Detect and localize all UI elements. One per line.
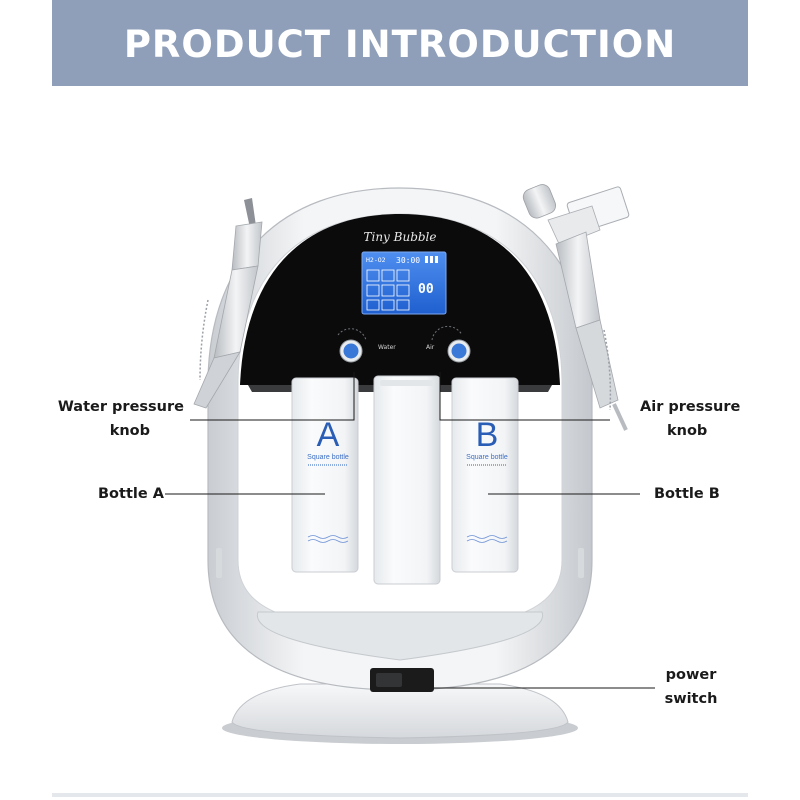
bottle-a: A Square bottle	[291, 377, 359, 573]
screen-counter: 00	[418, 282, 434, 297]
bottom-divider	[52, 793, 748, 797]
bottle-a-callout-text: Bottle A	[98, 486, 164, 502]
bottle-b-callout: Bottle B	[654, 482, 720, 506]
air-callout-line2: knob	[667, 423, 708, 439]
bottle-a-callout: Bottle A	[98, 482, 164, 506]
header-banner: PRODUCT INTRODUCTION	[52, 0, 748, 86]
air-knob-leader	[439, 372, 610, 421]
bottle-a-letter: A	[317, 416, 340, 454]
air-pressure-knob[interactable]: Air	[426, 325, 471, 363]
power-switch-callout: power switch	[660, 663, 722, 711]
air-pressure-knob-callout: Air pressure knob	[640, 395, 750, 443]
water-pressure-knob[interactable]: Water	[337, 328, 396, 363]
bottle-b: B Square bottle	[451, 377, 519, 573]
callout-lines	[165, 372, 655, 689]
left-handpiece	[193, 198, 263, 409]
water-callout-line1: Water pressure	[57, 399, 184, 415]
lcd-screen: H2-O2 30:00 00	[361, 251, 447, 315]
air-callout-line1: Air pressure	[640, 399, 741, 415]
page-title: PRODUCT INTRODUCTION	[123, 22, 677, 66]
bottle-a-subtitle: Square bottle	[307, 454, 349, 461]
air-knob-label: Air	[426, 344, 435, 351]
power-switch[interactable]	[370, 668, 434, 692]
right-handpiece	[522, 184, 630, 431]
water-pressure-knob-callout: Water pressure knob	[54, 395, 184, 443]
screen-timer: 30:00	[396, 256, 420, 265]
screen-mode: H2-O2	[366, 256, 386, 264]
bottle-b-letter: B	[476, 416, 499, 454]
center-bottle	[373, 375, 441, 585]
water-callout-line2: knob	[109, 423, 150, 439]
base-stand	[222, 683, 578, 744]
water-knob-leader	[190, 372, 355, 421]
water-knob-label: Water	[378, 344, 396, 351]
power-callout-line1: power	[665, 667, 717, 683]
screen-mode-icons	[366, 269, 410, 311]
bottle-b-callout-text: Bottle B	[654, 486, 720, 502]
power-callout-line2: switch	[664, 691, 718, 707]
bottle-b-subtitle: Square bottle	[466, 454, 508, 461]
brand-logo: Tiny Bubble	[363, 230, 436, 244]
